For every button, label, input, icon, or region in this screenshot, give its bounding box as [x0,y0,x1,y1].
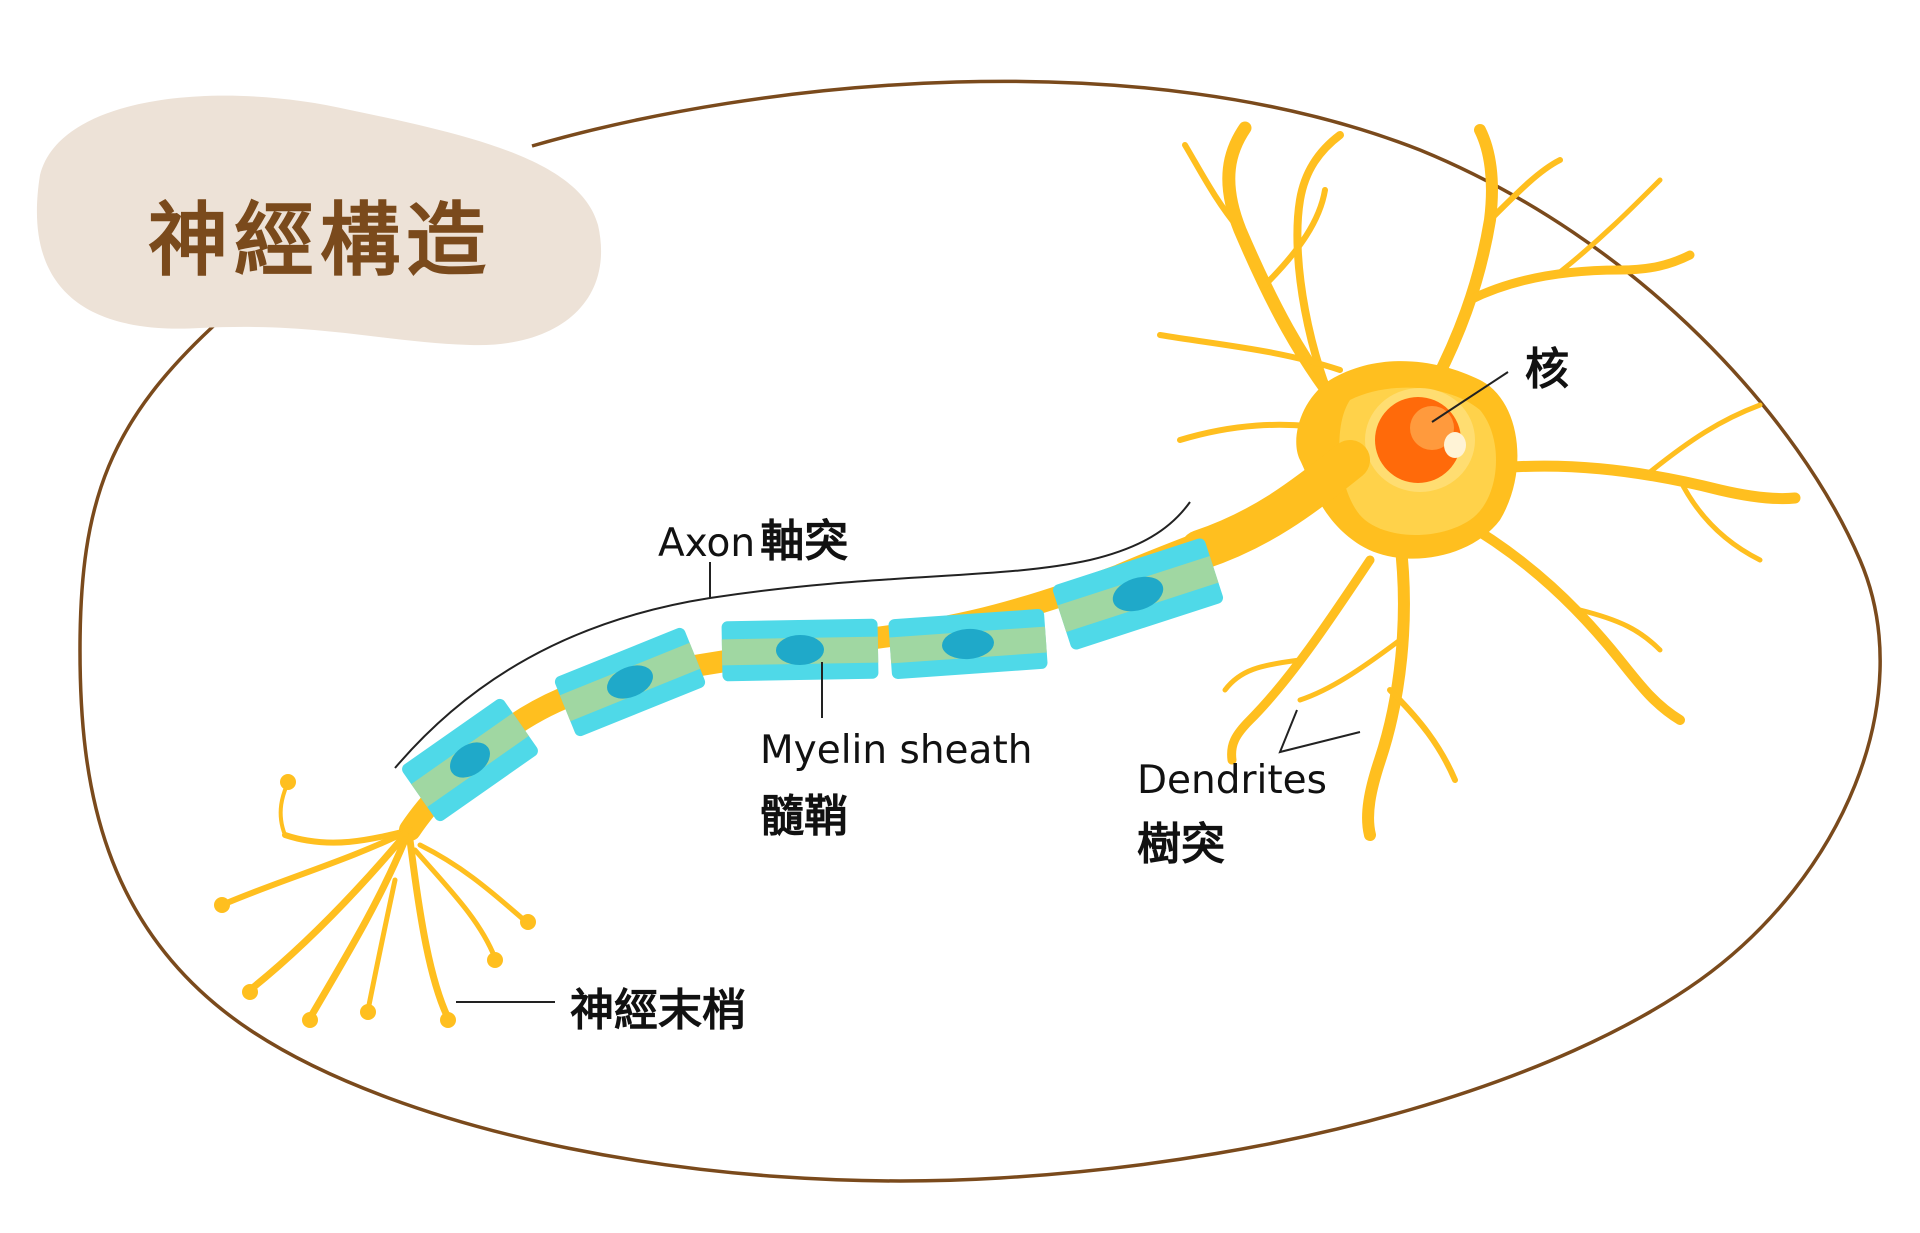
dendrites-label-en: Dendrites [1137,758,1327,803]
terminal-buttons [214,774,536,1028]
myelin-label-en: Myelin sheath [760,728,1033,773]
axon-bracket-line [394,501,1191,769]
nucleus-label: 核 [1525,344,1569,395]
nerve-endings-label: 神經末梢 [570,985,746,1036]
title-blob [36,95,602,346]
myelin-sheath [402,538,1224,822]
nucleus-leader [1431,371,1509,423]
leader-lines [394,371,1509,1003]
axon-label-en: Axon [658,521,756,566]
axon-label: Axon 軸突 [658,505,848,569]
page-title: 神經構造 [148,194,492,287]
axon-terminals [219,780,533,1022]
axon-label-zh: 軸突 [760,516,849,567]
outer-outline [78,79,1882,1183]
dendrites-label-zh: 樹突 [1137,819,1225,870]
dendrites-leader [1278,709,1361,754]
myelin-label-zh: 髓鞘 [760,791,848,842]
